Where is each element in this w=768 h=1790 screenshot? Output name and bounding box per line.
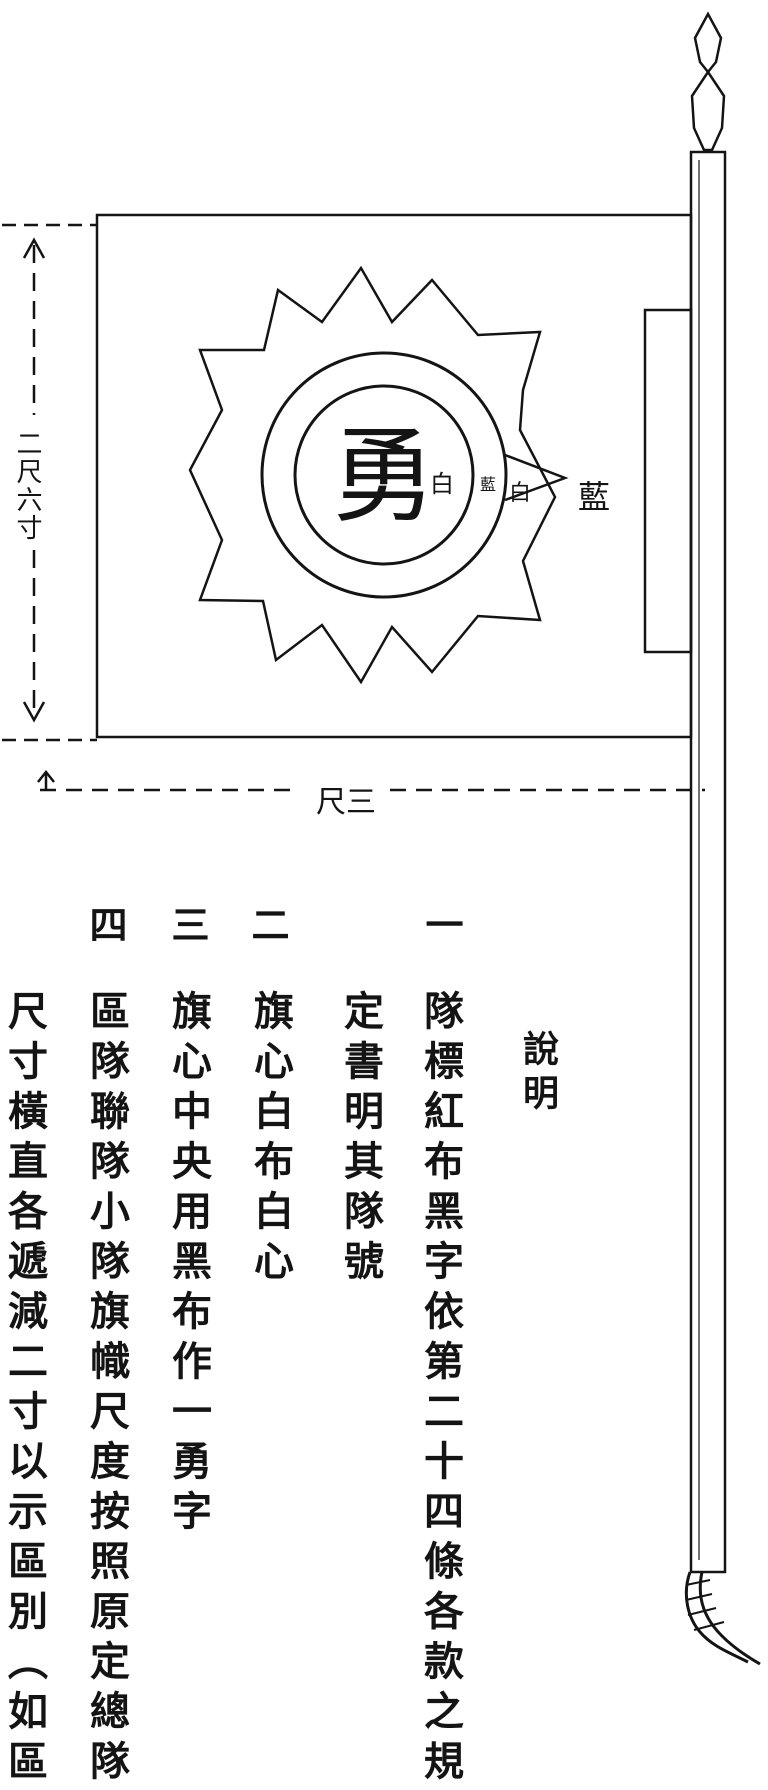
item-4-line-2: 尺寸橫直各遞減二寸以示區別（如區: [1, 990, 48, 1790]
flag-pole: [689, 150, 727, 1574]
width-label: 尺三: [316, 785, 376, 820]
item-2-line-1: 旗心白布白心: [247, 990, 294, 1290]
pole-finial: [693, 11, 723, 75]
sun-outer-ring: [260, 351, 508, 599]
sun-inner-ring: [293, 384, 475, 566]
item-4-number: 四: [83, 905, 128, 951]
height-label: 二尺六寸: [12, 430, 42, 542]
notes-heading: 說明: [517, 1030, 559, 1118]
label-blue-small: 藍: [480, 475, 496, 494]
item-3-number: 三: [165, 905, 210, 951]
flag-diagram: 勇 白 藍 白 藍 尺三: [2, 11, 761, 1666]
label-white-1: 白: [430, 470, 454, 498]
sun-star: [188, 265, 557, 685]
item-1-number: 一: [419, 905, 464, 951]
pole-tassel: [684, 1571, 761, 1666]
label-blue: 藍: [578, 478, 610, 516]
item-3-line-1: 旗心中央用黑布作一勇字: [165, 990, 212, 1540]
item-4-line-1: 區隊聯隊小隊旗幟尺度按照原定總隊: [83, 990, 130, 1790]
center-char: 勇: [332, 415, 436, 537]
item-2-number: 二: [245, 905, 290, 951]
label-white-2: 白: [509, 481, 531, 506]
ray-pointer: [504, 453, 569, 502]
flag-sleeve: [643, 308, 693, 654]
item-1-line-1: 隊標紅布黑字依第二十四條各款之規: [417, 990, 464, 1790]
item-1-line-2: 定書明其隊號: [337, 990, 384, 1290]
